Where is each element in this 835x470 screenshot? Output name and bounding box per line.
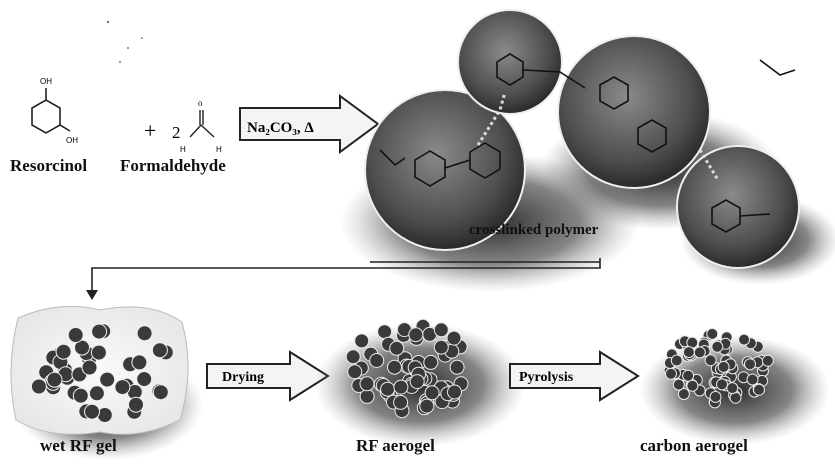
particle	[739, 334, 750, 345]
particle	[152, 343, 167, 358]
particle	[153, 385, 168, 400]
resorcinol-oh-meta: OH	[66, 136, 78, 145]
particle	[355, 334, 369, 348]
particle	[346, 350, 360, 364]
particle	[434, 323, 448, 337]
particle	[712, 341, 723, 352]
plus-sign: +	[144, 118, 156, 143]
particle	[424, 355, 438, 369]
polymer-sphere-2	[458, 10, 562, 114]
particle	[420, 399, 434, 413]
particle	[137, 326, 152, 341]
particle	[410, 375, 424, 389]
formaldehyde-label: Formaldehyde	[120, 156, 226, 176]
formaldehyde-h-right: H	[216, 145, 222, 154]
rf-aerogel-particles	[346, 319, 468, 417]
particle	[47, 372, 62, 387]
polymer-label: crosslinked polymer	[469, 222, 599, 238]
formaldehyde-structure	[190, 110, 214, 137]
particle	[727, 383, 738, 394]
particle	[707, 328, 718, 339]
formaldehyde-h-left: H	[180, 145, 186, 154]
particle	[82, 360, 97, 375]
particle	[370, 354, 384, 368]
formaldehyde-oxygen: o	[198, 98, 203, 108]
particle	[710, 391, 721, 402]
particle	[129, 397, 144, 412]
particle	[694, 347, 705, 358]
particle	[671, 355, 682, 366]
drying-label: Drying	[222, 370, 264, 385]
particle	[348, 365, 362, 379]
particle	[89, 386, 104, 401]
polymer-sphere-3	[558, 36, 710, 188]
carbon-aerogel-graphic	[640, 328, 830, 445]
particle	[100, 372, 115, 387]
particle	[73, 388, 88, 403]
particle	[115, 380, 130, 395]
particle	[409, 328, 423, 342]
rf-aerogel-graphic	[315, 319, 525, 447]
particle	[360, 377, 374, 391]
particle	[425, 386, 439, 400]
particle	[450, 360, 464, 374]
particle	[754, 384, 765, 395]
connector-arrowhead	[86, 290, 98, 300]
wet-gel-label: wet RF gel	[40, 436, 117, 456]
particle	[448, 385, 462, 399]
particle	[378, 325, 392, 339]
particle	[683, 370, 694, 381]
particle	[31, 379, 46, 394]
particle	[673, 379, 684, 390]
particle	[717, 379, 728, 390]
particle	[434, 340, 448, 354]
particle	[390, 341, 404, 355]
particle	[68, 328, 83, 343]
pyrolysis-label: Pyrolysis	[519, 370, 574, 385]
formaldehyde-coefficient: 2	[172, 123, 181, 142]
particle	[85, 404, 100, 419]
particle	[132, 355, 147, 370]
particle	[762, 355, 773, 366]
speckles	[107, 21, 143, 63]
rf-aerogel-label: RF aerogel	[356, 436, 435, 456]
particle	[687, 380, 698, 391]
particle	[381, 382, 395, 396]
particle	[91, 345, 106, 360]
particle	[683, 347, 694, 358]
resorcinol-label: Resorcinol	[10, 156, 87, 176]
particle	[447, 331, 461, 345]
particle	[745, 359, 756, 370]
particle	[718, 361, 729, 372]
resorcinol-structure	[32, 88, 70, 133]
particle	[394, 395, 408, 409]
resorcinol-oh-top: OH	[40, 77, 52, 86]
particle	[666, 368, 677, 379]
particle	[56, 344, 71, 359]
catalyst-label: Na₂CO₃, Δ	[247, 120, 314, 136]
particle	[394, 380, 408, 394]
carbon-aerogel-label: carbon aerogel	[640, 436, 748, 456]
particle	[388, 360, 402, 374]
particle	[137, 372, 152, 387]
particle	[92, 324, 107, 339]
particle	[747, 374, 758, 385]
